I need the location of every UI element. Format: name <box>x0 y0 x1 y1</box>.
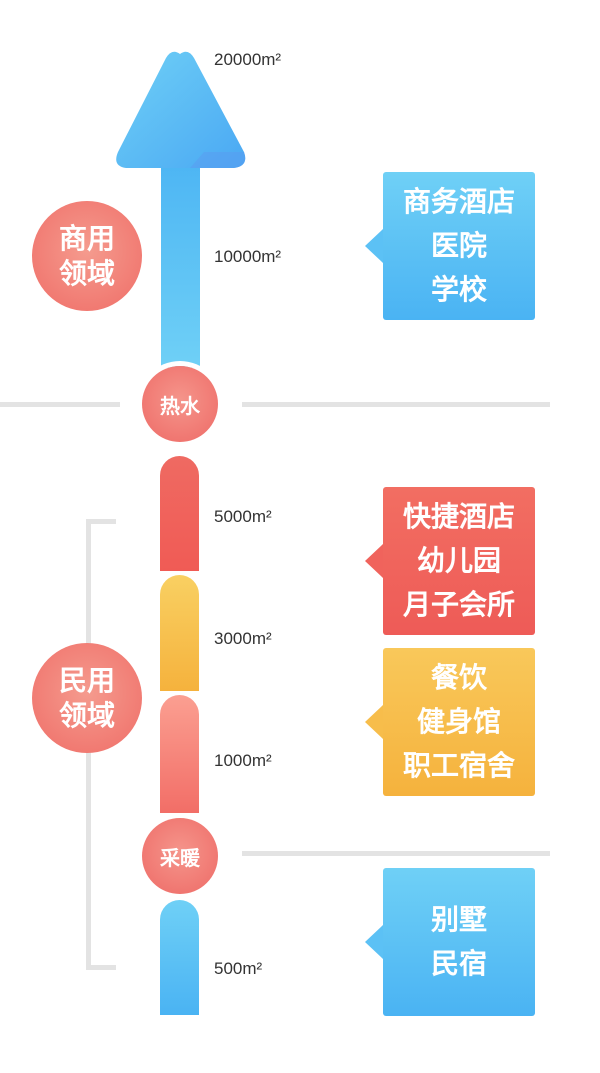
residential-red-card: 快捷酒店 幼儿园 月子会所 <box>365 487 535 635</box>
heating-node: 采暖 <box>142 818 218 894</box>
card-item: 别墅 <box>430 903 487 936</box>
hot-water-node: 热水 <box>142 366 218 442</box>
divider-heating-right <box>242 851 550 856</box>
card-item: 健身馆 <box>416 705 501 738</box>
scale-label-3000: 3000m² <box>214 629 272 648</box>
residential-domain-label: 民用 领域 <box>58 664 115 732</box>
card-item: 快捷酒店 <box>402 500 515 533</box>
card-item: 职工宿舍 <box>402 749 515 782</box>
scale-label-20000: 20000m² <box>214 50 282 69</box>
segment-pink <box>160 695 199 813</box>
scale-label-5000: 5000m² <box>214 507 272 526</box>
divider-hot-water-right <box>242 402 550 407</box>
card-item: 学校 <box>430 273 487 306</box>
arrow-head <box>116 51 246 168</box>
scale-label-500: 500m² <box>214 959 263 978</box>
divider-hot-water-left <box>0 402 120 407</box>
scale-label-1000: 1000m² <box>214 751 272 770</box>
arrow-shaft <box>161 143 200 368</box>
commercial-domain-circle: 商用 领域 <box>32 201 142 311</box>
segment-red <box>160 456 199 571</box>
segment-blue <box>160 900 199 1015</box>
heating-label: 采暖 <box>160 845 200 870</box>
commercial-domain-label: 商用 领域 <box>58 222 115 290</box>
segment-yellow <box>160 575 199 691</box>
scale-label-10000: 10000m² <box>214 247 282 266</box>
card-item: 餐饮 <box>430 661 487 694</box>
scale-arrow <box>116 51 246 368</box>
residential-domain-circle: 民用 领域 <box>32 643 142 753</box>
heating-card: 别墅 民宿 <box>365 868 535 1016</box>
card-item: 幼儿园 <box>416 544 501 577</box>
card-item: 商务酒店 <box>402 185 515 218</box>
residential-yellow-card: 餐饮 健身馆 职工宿舍 <box>365 648 535 796</box>
commercial-card: 商务酒店 医院 学校 <box>365 172 535 320</box>
card-item: 月子会所 <box>402 588 515 621</box>
card-item: 民宿 <box>430 947 487 980</box>
hot-water-label: 热水 <box>160 393 200 418</box>
card-item: 医院 <box>430 229 487 262</box>
